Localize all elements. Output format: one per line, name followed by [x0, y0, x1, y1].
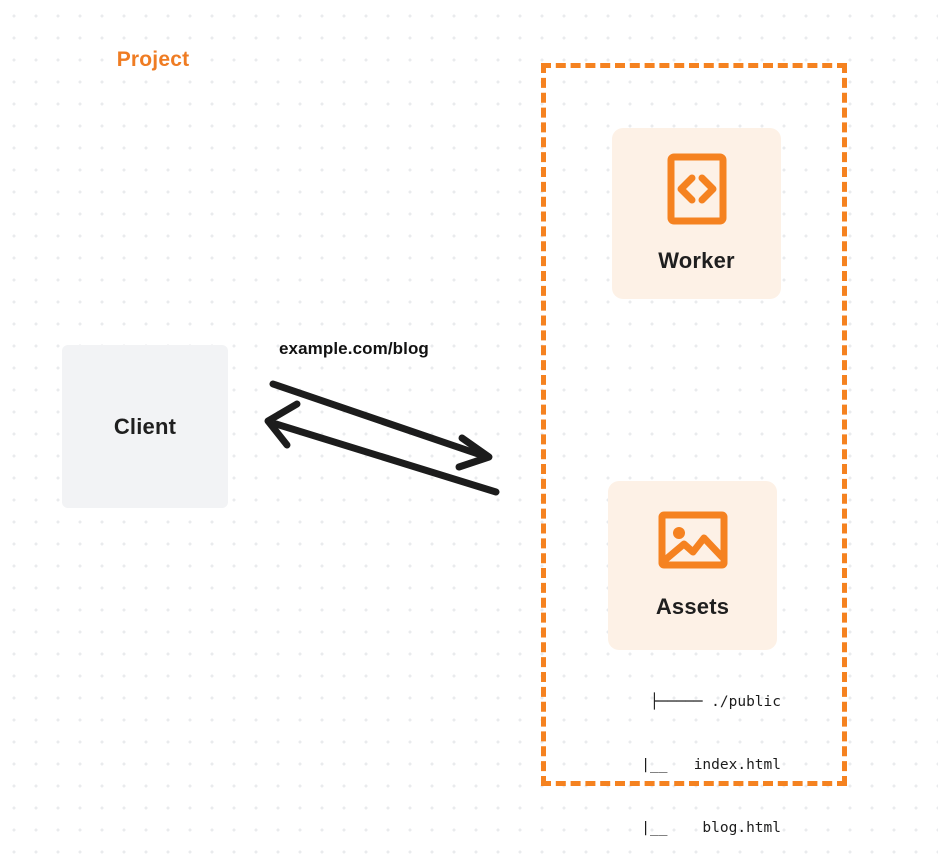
node-client-label: Client [113, 413, 177, 439]
arrow-response [264, 400, 500, 496]
node-assets[interactable]: Assets [608, 481, 777, 650]
file-tree-line: |__ blog.html [606, 820, 781, 836]
node-assets-label: Assets [655, 594, 730, 619]
file-tree-line: |__ index.html [606, 757, 781, 773]
code-document-icon [667, 153, 727, 230]
project-boundary [541, 63, 847, 786]
file-tree-line: ├───── ./public [650, 694, 781, 710]
arrow-request [269, 380, 493, 471]
edge-request-label: example.com/blog [279, 339, 429, 358]
image-icon [658, 511, 728, 574]
node-client[interactable]: Client [62, 345, 228, 508]
project-label: Project [0, 47, 306, 73]
assets-file-tree: ├───── ./public |__ index.html |__ blog.… [560, 650, 781, 860]
project-label-text: Project [107, 47, 199, 73]
node-worker-label: Worker [658, 248, 735, 273]
node-worker[interactable]: Worker [612, 128, 781, 299]
